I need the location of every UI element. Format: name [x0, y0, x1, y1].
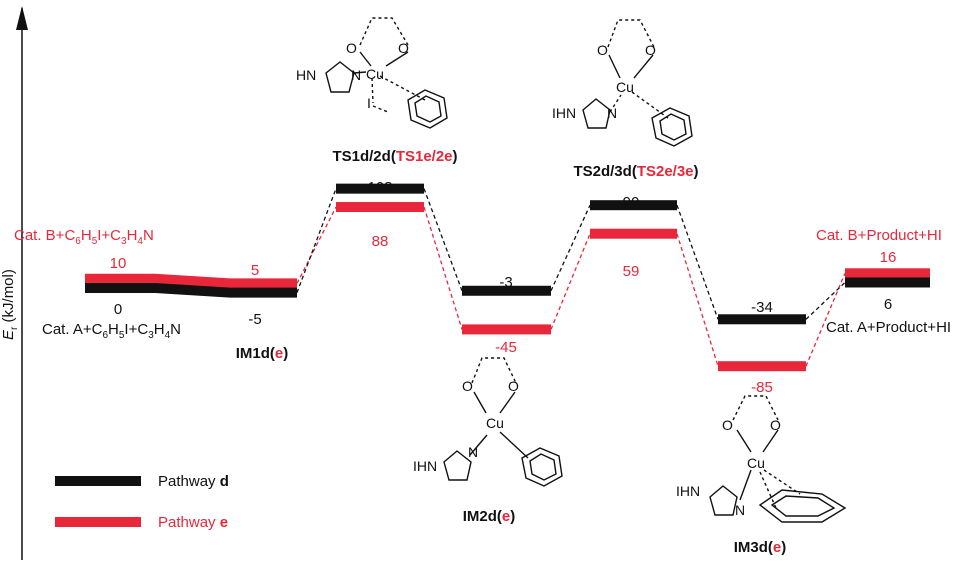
name-im3: IM3d(e)	[734, 539, 787, 556]
connector-e-ts1-im2	[423, 206, 463, 330]
legend-swatch-d	[55, 476, 141, 486]
name-ts2: TS2d/3d(TS2e/3e)	[573, 163, 698, 180]
label-d-ts1: 108	[367, 179, 392, 196]
label-e-ts1: 88	[372, 233, 389, 250]
chem-n-ts1: N	[351, 67, 361, 83]
species-end-d: Cat. A+Product+HI	[826, 319, 951, 336]
label-e-ts2: 59	[623, 263, 640, 280]
label-e-im1: 5	[251, 262, 259, 279]
chem-cu-im2: Cu	[486, 415, 504, 431]
chem-o-im3a: O	[722, 417, 733, 433]
level-e-ts1	[336, 202, 424, 213]
connector-d-im1-ts1	[296, 188, 337, 293]
chem-ihn-im3: IHN	[676, 483, 700, 499]
chem-n-im2: N	[468, 444, 478, 460]
chem-o-im2b: O	[508, 378, 519, 394]
label-e-im2: -45	[495, 339, 517, 356]
level-e-im3	[718, 361, 806, 372]
label-e-end: 16	[880, 249, 897, 266]
legend-swatch-e	[55, 517, 141, 527]
connector-d-ts1-im2	[423, 188, 463, 291]
label-e-im3: -85	[751, 379, 773, 396]
level-layer	[85, 183, 930, 372]
structure-im3	[709, 395, 847, 523]
connector-d-im3-end	[805, 282, 846, 320]
species-end-e: Cat. B+Product+HI	[816, 227, 942, 244]
legend-label-e: Pathway e	[158, 514, 228, 531]
legend-label-d: Pathway d	[158, 473, 229, 490]
level-e-im2	[462, 324, 551, 335]
species-start-e: Cat. B+C6H5I+C3H4N	[14, 227, 154, 247]
chem-cu-im3: Cu	[747, 455, 765, 471]
chem-n-im3: N	[735, 502, 745, 518]
chem-o-ts1a: O	[346, 40, 357, 56]
connector-e-im1-ts1	[296, 206, 337, 284]
chem-cu-ts1: Cu	[366, 66, 384, 82]
structure-im2	[443, 357, 563, 487]
y-axis-arrow-icon	[16, 6, 28, 30]
chem-o-im3b: O	[770, 417, 781, 433]
chem-hn-ts1: HN	[296, 67, 316, 83]
chem-o-ts2a: O	[597, 42, 608, 58]
label-d-im2: -3	[499, 274, 512, 291]
connector-d-im2-ts2	[550, 204, 591, 292]
level-d-ts1	[336, 183, 424, 194]
level-e-ts2	[590, 228, 677, 239]
label-d-im1: -5	[248, 311, 261, 328]
chem-ihn-ts2: IHN	[552, 105, 576, 121]
name-im2: IM2d(e)	[463, 508, 516, 525]
structure-ts2	[582, 19, 693, 147]
y-axis-label: Er (kJ/mol)	[0, 269, 20, 340]
name-ts1: TS1d/2d(TS1e/2e)	[332, 148, 457, 165]
label-d-end: 6	[884, 296, 892, 313]
species-start-d: Cat. A+C6H5I+C3H4N	[42, 321, 181, 341]
connector-layer	[296, 188, 846, 367]
level-d-im3	[718, 314, 806, 325]
label-e-start: 10	[110, 255, 127, 272]
connector-e-im2-ts2	[550, 233, 591, 330]
name-im1: IM1d(e)	[236, 345, 289, 362]
level-d-ts2	[590, 200, 677, 211]
chem-cu-ts2: Cu	[616, 79, 634, 95]
legend: Pathway d Pathway e	[55, 473, 229, 531]
level-d-im2	[462, 285, 551, 296]
connector-e-im3-end	[805, 273, 846, 367]
level-e-start-im1	[85, 273, 297, 289]
chem-o-ts1b: O	[398, 40, 409, 56]
chem-o-ts2b: O	[645, 42, 656, 58]
label-d-ts2: 90	[623, 194, 640, 211]
connector-e-ts2-im3	[676, 233, 719, 367]
structure-ts1	[325, 17, 448, 129]
chem-o-im2a: O	[462, 378, 473, 394]
level-d-start-im1	[85, 283, 297, 298]
level-d-end	[845, 277, 930, 288]
chem-i-ts1: I	[367, 95, 371, 111]
connector-d-ts2-im3	[676, 204, 719, 320]
chem-ihn-im2: IHN	[413, 458, 437, 474]
chem-n-ts2: N	[607, 105, 617, 121]
label-d-im3: -34	[751, 299, 773, 316]
level-e-end	[845, 268, 930, 279]
level-labels: 0 -5 108 -3 90 -34 6 10 5 88 -45 59 -85 …	[110, 179, 897, 396]
label-d-start: 0	[114, 301, 122, 318]
